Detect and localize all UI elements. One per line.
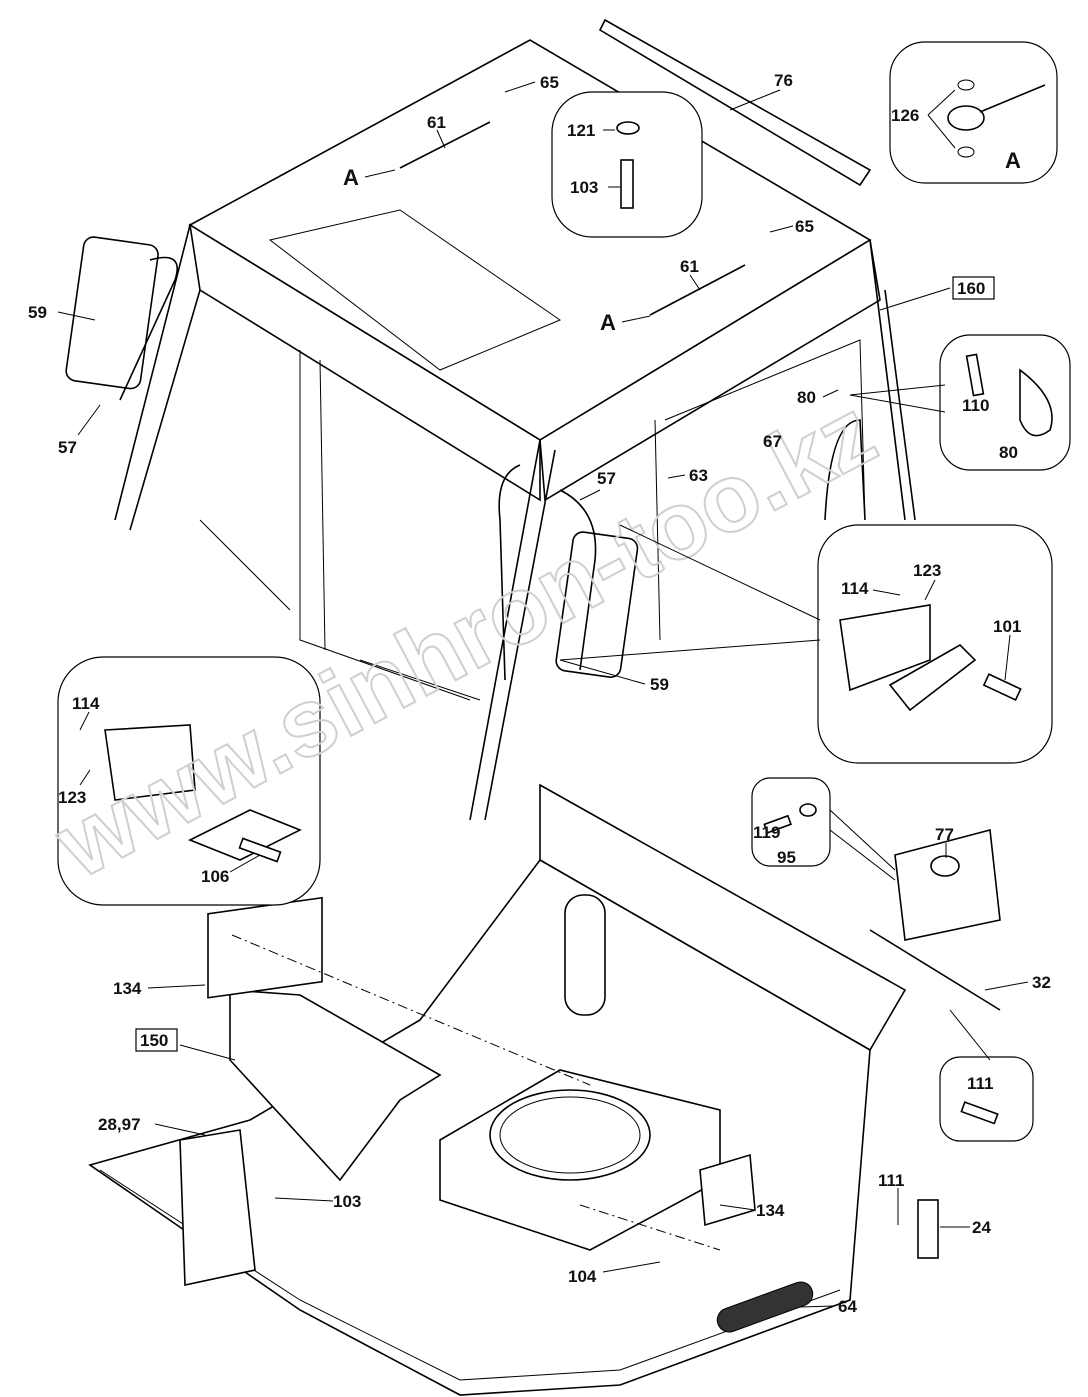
callout-label: 134 <box>756 1201 785 1220</box>
callout-label: 80 <box>797 388 816 407</box>
callout-label: 121 <box>567 121 595 140</box>
inset-mirror-bracket-right <box>817 524 1053 764</box>
callout-label: 95 <box>777 848 796 867</box>
callout-label: 114 <box>841 579 869 598</box>
callout-label: 57 <box>58 438 77 457</box>
callout-label: 103 <box>570 178 598 197</box>
callout-label: 119 <box>753 823 780 842</box>
callout-label: 111 <box>878 1171 905 1190</box>
callout-label: 101 <box>993 617 1021 636</box>
leader-lines <box>57 81 1029 1308</box>
callout-label: 63 <box>689 466 708 485</box>
callout-label: 61 <box>680 257 699 276</box>
callout-label: 150 <box>140 1031 168 1050</box>
callout-label: 77 <box>935 825 954 844</box>
callout-label: 106 <box>201 867 229 886</box>
callout-label: 32 <box>1032 973 1051 992</box>
callout-label: 67 <box>763 432 782 451</box>
label-box-150 <box>135 1028 178 1052</box>
callout-label: 76 <box>774 71 793 90</box>
callout-label: A <box>1005 148 1021 173</box>
callout-label: 59 <box>650 675 669 694</box>
callout-label: 160 <box>957 279 985 298</box>
callout-labels: 65 76 126 A 61 A 121 103 65 160 61 A 59 … <box>28 71 1051 1316</box>
callout-label: 104 <box>568 1267 597 1286</box>
callout-label: A <box>343 165 359 190</box>
callout-label: 65 <box>540 73 559 92</box>
callout-label: 64 <box>838 1297 857 1316</box>
callout-label: 114 <box>72 694 100 713</box>
callout-label: 123 <box>913 561 941 580</box>
callout-label: 103 <box>333 1192 361 1211</box>
detail-insets <box>57 41 1071 1142</box>
callout-label: 65 <box>795 217 814 236</box>
inset-bolt-111 <box>939 1056 1034 1142</box>
callout-label: 24 <box>972 1218 991 1237</box>
callout-label: 126 <box>891 106 919 125</box>
callout-label: A <box>600 310 616 335</box>
callout-label: 111 <box>967 1074 994 1093</box>
callout-label: 123 <box>58 788 86 807</box>
label-box-160 <box>952 276 995 300</box>
cab-floor <box>88 783 1001 1396</box>
callout-label: 59 <box>28 303 47 322</box>
callout-label: 28,97 <box>98 1115 141 1134</box>
callout-label: 110 <box>962 396 989 415</box>
callout-label: 57 <box>597 469 616 488</box>
callout-label: 80 <box>999 443 1018 462</box>
inset-bolt-washer <box>751 777 831 867</box>
callout-label: 134 <box>113 979 142 998</box>
callout-label: 61 <box>427 113 446 132</box>
